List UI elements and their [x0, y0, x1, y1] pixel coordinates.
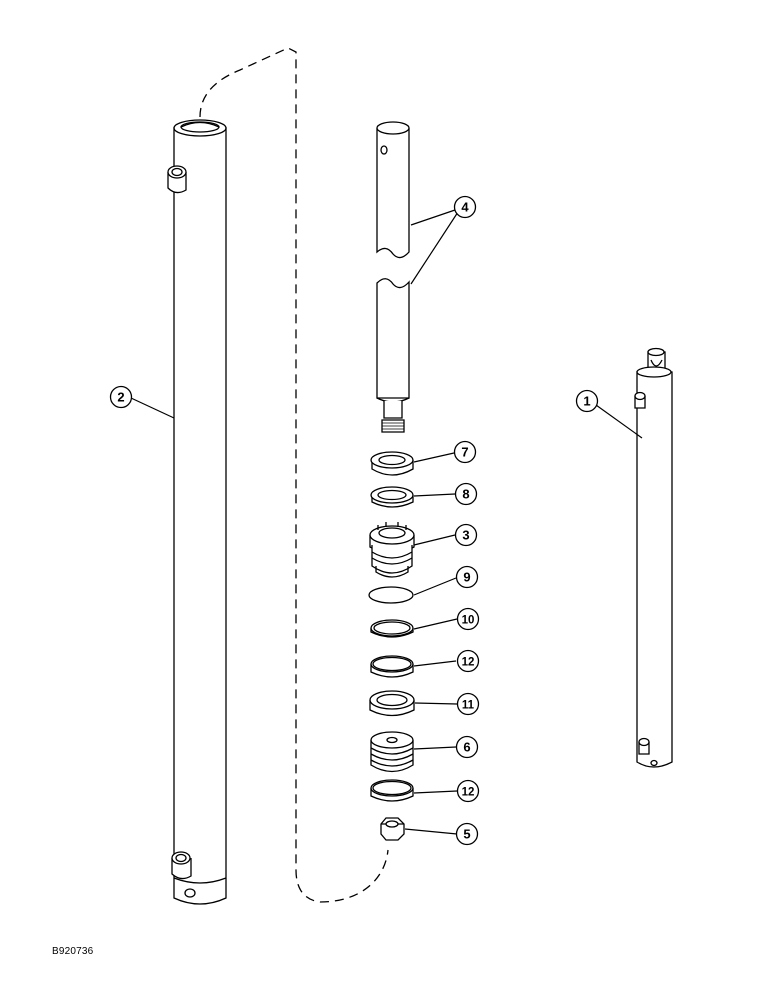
callout-9: 9 [455, 565, 479, 589]
assembly-dashed-line [199, 47, 389, 903]
callout-1: 1 [575, 389, 599, 413]
callout-label: 8 [462, 487, 469, 502]
callout-label: 11 [462, 700, 475, 712]
callout-5: 5 [455, 822, 479, 846]
callout-label: 12 [462, 657, 475, 669]
gland-part-3 [369, 522, 415, 578]
callout-6: 6 [455, 735, 479, 759]
callout-label: 6 [463, 740, 470, 755]
ring-part-7 [370, 451, 414, 476]
callout-12-upper: 12 [456, 649, 480, 673]
seal-part-11 [369, 690, 415, 717]
piston-rod-part-4 [376, 121, 410, 433]
wear-ring-part-12-lower [370, 779, 414, 802]
callout-12-lower: 12 [456, 779, 480, 803]
callout-10: 10 [456, 607, 480, 631]
callout-label: 10 [462, 615, 475, 627]
cylinder-barrel-part-2 [167, 119, 227, 905]
callout-2: 2 [109, 385, 133, 409]
callout-4: 4 [453, 195, 477, 219]
leader-lines [130, 209, 643, 835]
callout-label: 1 [583, 394, 590, 409]
piston-part-6 [370, 731, 414, 773]
o-ring-part-9 [368, 586, 414, 604]
callout-label: 9 [463, 570, 470, 585]
wear-ring-part-12-upper [370, 655, 414, 678]
callout-7: 7 [453, 440, 477, 464]
callout-label: 5 [463, 827, 470, 842]
backup-ring-part-10 [370, 619, 414, 638]
callout-label: 7 [461, 445, 468, 460]
ring-part-8 [370, 486, 414, 508]
callout-11: 11 [456, 692, 480, 716]
callout-label: 3 [462, 528, 469, 543]
callout-label: 4 [461, 200, 469, 215]
nut-part-5 [380, 817, 405, 841]
callout-3: 3 [454, 523, 478, 547]
figure-code: B920736 [52, 946, 94, 957]
callout-8: 8 [454, 482, 478, 506]
callout-label: 2 [117, 390, 124, 405]
callout-label: 12 [462, 787, 475, 799]
cylinder-assembly-part-1 [634, 347, 673, 768]
